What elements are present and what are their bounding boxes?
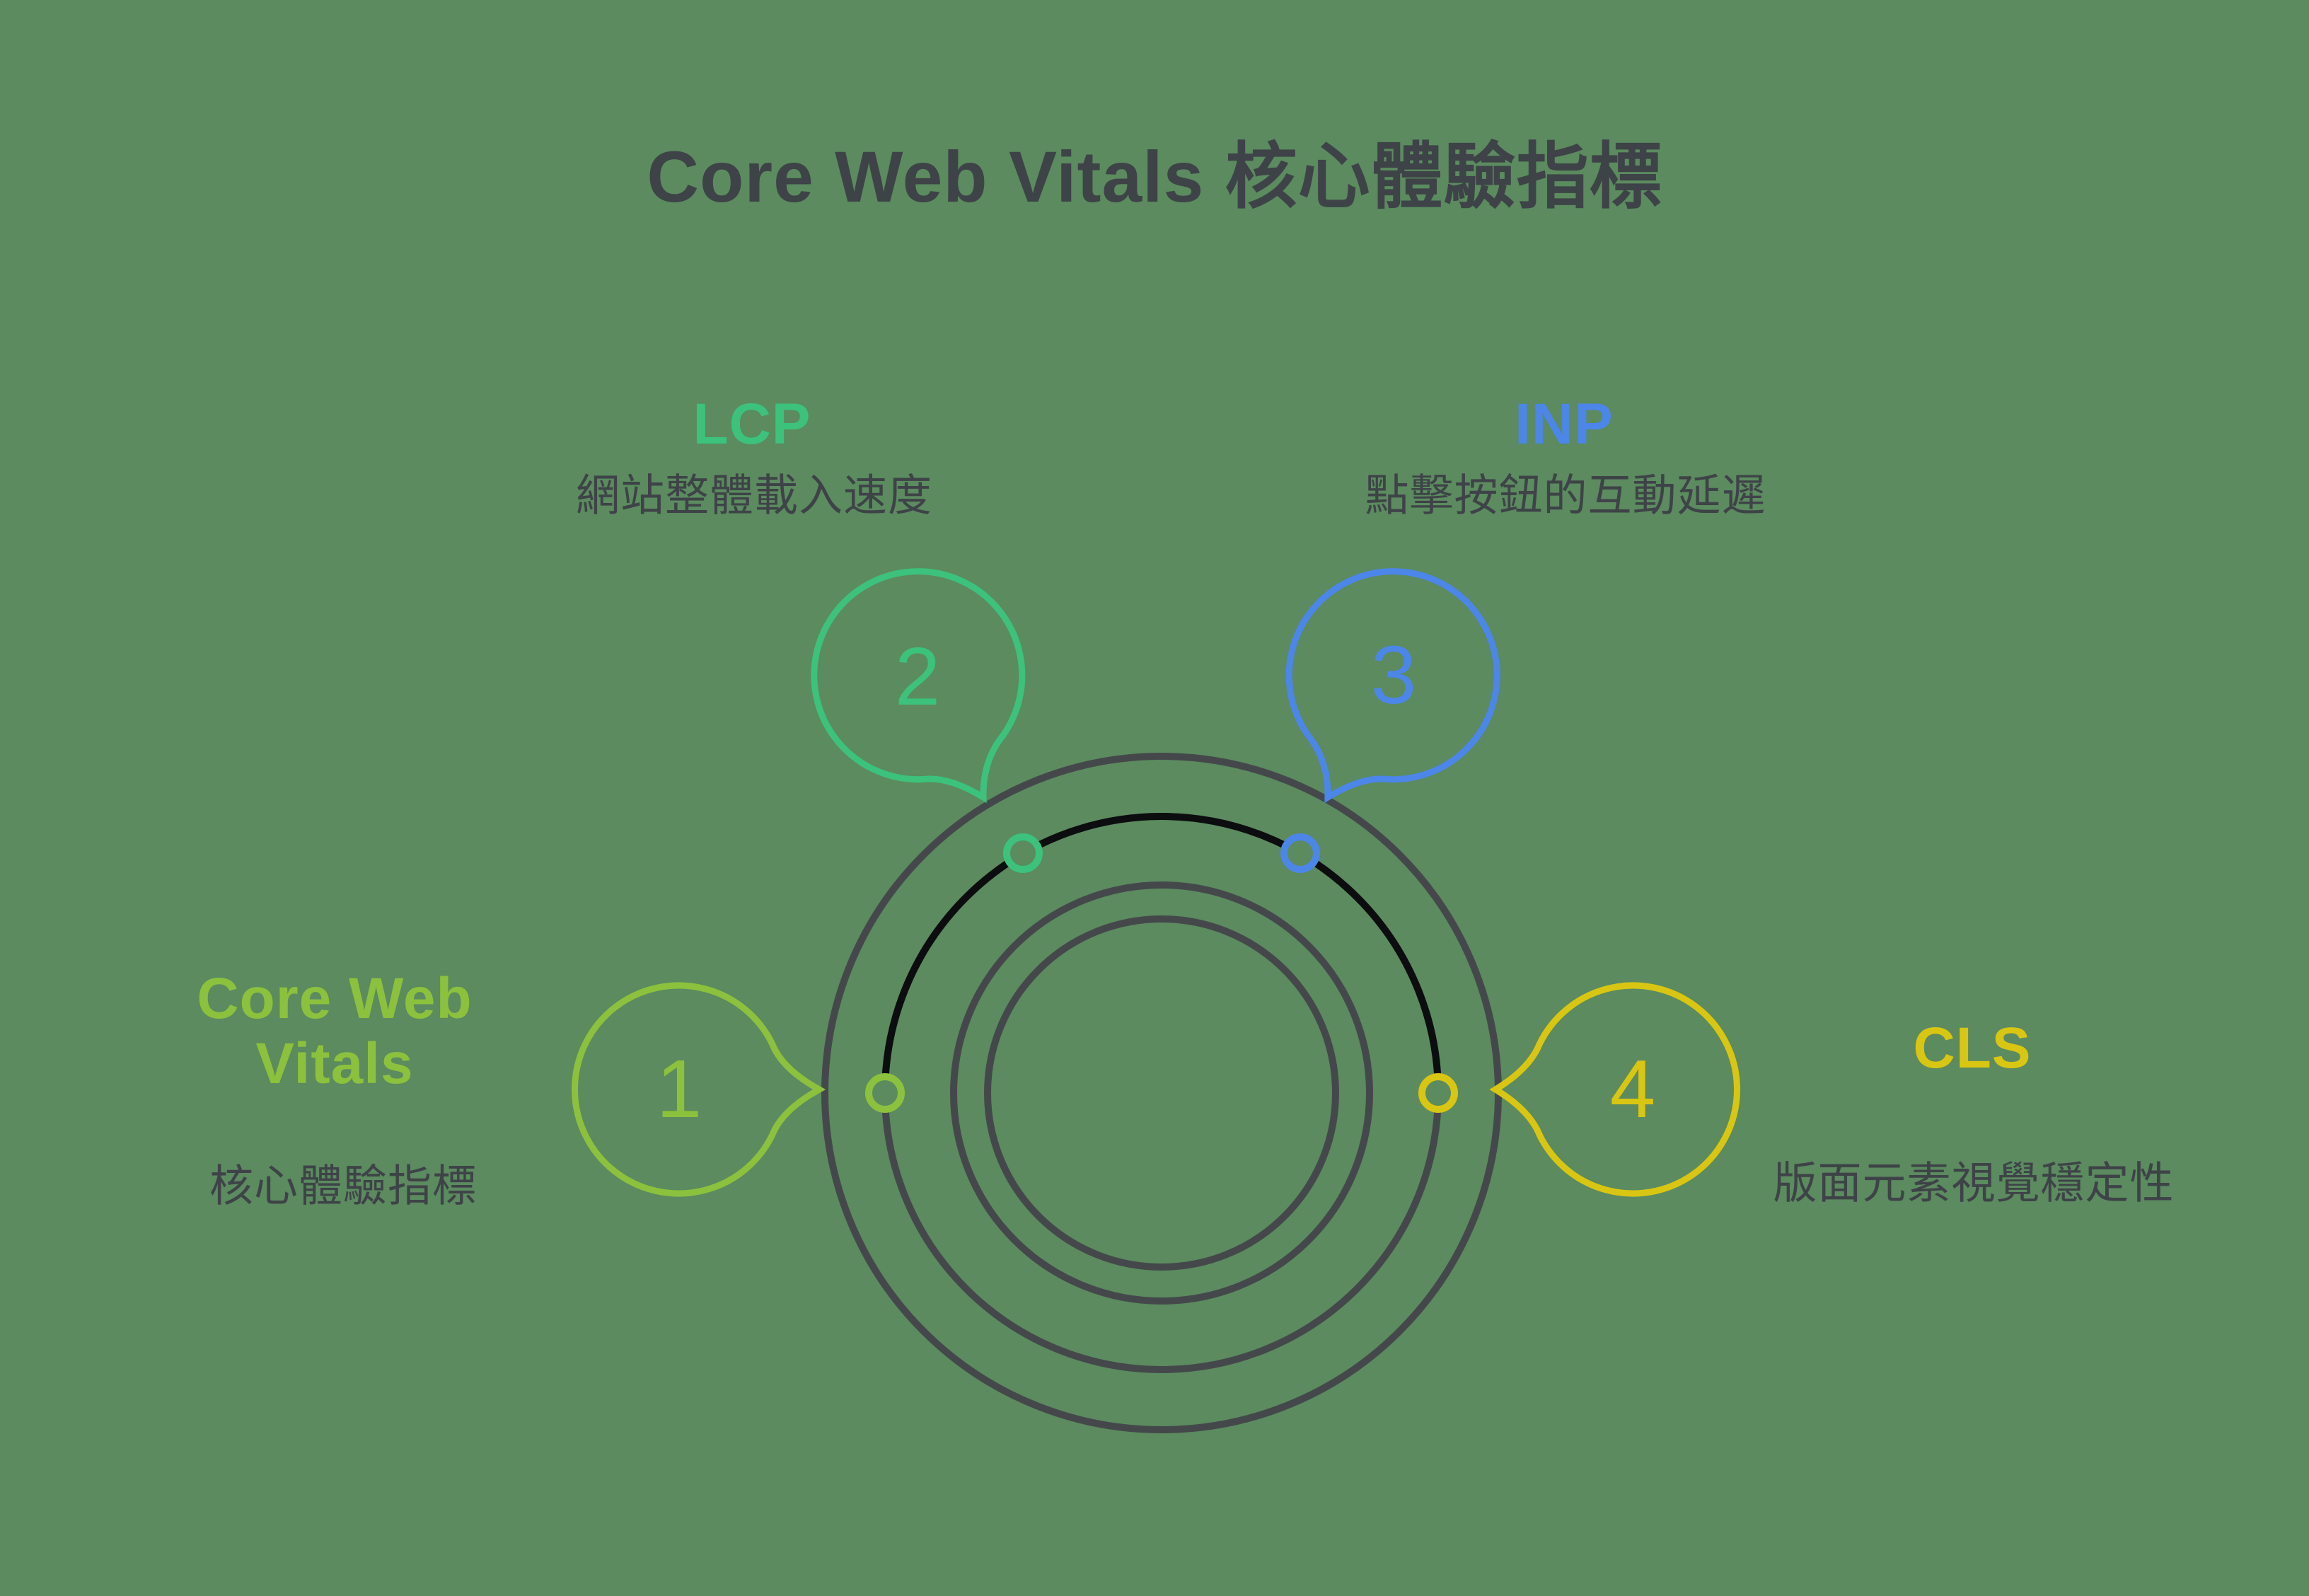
bubble-step-2 <box>811 568 1026 804</box>
outer-ring <box>821 753 1502 1433</box>
bubble-step-1 <box>572 982 826 1197</box>
label-cls: CLS <box>1913 1016 2032 1081</box>
page-title: Core Web Vitals 核心體驗指標 <box>647 136 1662 217</box>
desc-lcp: 網站整體載入速度 <box>575 471 933 521</box>
step-number-2: 2 <box>894 630 941 723</box>
label-lcp: LCP <box>693 392 811 457</box>
dot-step-4 <box>1418 1073 1458 1113</box>
label-inp: INP <box>1515 392 1614 457</box>
bubble-step-4 <box>1489 982 1740 1197</box>
dot-step-1 <box>865 1073 905 1113</box>
desc-core-web-vitals: 核心體驗指標 <box>209 1162 478 1211</box>
progress-arc <box>881 813 1442 1097</box>
concentric-rings <box>821 753 1502 1433</box>
dot-step-2 <box>1003 833 1043 873</box>
step-number-1: 1 <box>656 1043 702 1135</box>
anchor-dots <box>865 833 1458 1113</box>
desc-cls: 版面元素視覺穩定性 <box>1773 1159 2175 1208</box>
label-core-web-vitals: Core Web Vitals <box>197 966 473 1096</box>
dot-step-3 <box>1280 833 1320 873</box>
inner-ring <box>950 881 1373 1305</box>
desc-inp: 點擊按鈕的互動延遲 <box>1365 471 1766 521</box>
step-number-3: 3 <box>1370 629 1417 722</box>
innermost-ring <box>984 915 1339 1271</box>
bubble-step-3 <box>1285 568 1500 804</box>
step-number-4: 4 <box>1609 1043 1656 1135</box>
